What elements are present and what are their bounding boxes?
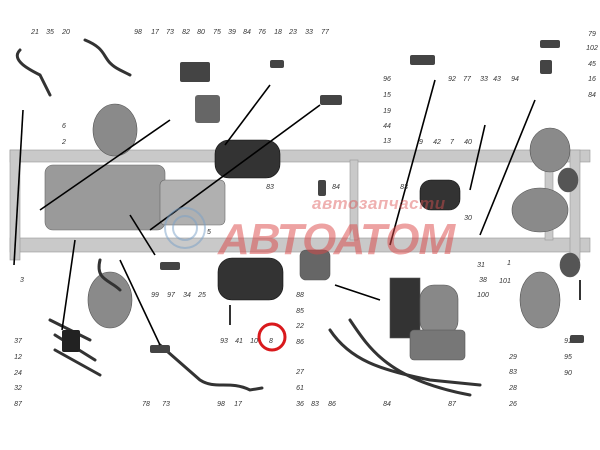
callout-label: 84 xyxy=(332,184,340,191)
callout-label: 10 xyxy=(250,338,258,345)
callout-label: 5 xyxy=(207,229,211,236)
callout-label: 26 xyxy=(509,401,517,408)
callout-label: 83 xyxy=(311,401,319,408)
callout-label: 94 xyxy=(511,76,519,83)
hoses xyxy=(16,38,482,397)
callout-label: 73 xyxy=(166,29,174,36)
callout-label: 41 xyxy=(235,338,243,345)
callout-label: 91 xyxy=(564,338,572,345)
callout-label: 79 xyxy=(588,31,596,38)
callout-label: 61 xyxy=(296,385,304,392)
callout-label: 18 xyxy=(274,29,282,36)
callout-label: 83 xyxy=(509,369,517,376)
pie-watermark-logo xyxy=(164,207,206,249)
callout-label: 19 xyxy=(383,108,391,115)
callout-label: 31 xyxy=(477,262,485,269)
callout-label: 44 xyxy=(383,123,391,130)
callout-label: 85 xyxy=(296,308,304,315)
callout-label: 17 xyxy=(234,401,242,408)
callout-label: 25 xyxy=(198,292,206,299)
callout-label: 16 xyxy=(588,76,596,83)
callout-label: 21 xyxy=(31,29,39,36)
callout-label: 95 xyxy=(564,354,572,361)
callout-label: 33 xyxy=(305,29,313,36)
callout-label: 84 xyxy=(243,29,251,36)
callout-label: 8 xyxy=(269,338,273,345)
callout-label: 101 xyxy=(499,278,511,285)
callout-label: 98 xyxy=(217,401,225,408)
callout-label: 82 xyxy=(182,29,190,36)
callout-label: 7 xyxy=(450,139,454,146)
callout-label: 100 xyxy=(477,292,489,299)
callout-label: 34 xyxy=(183,292,191,299)
callout-label: 86 xyxy=(328,401,336,408)
callout-label: 9 xyxy=(419,139,423,146)
callout-label: 28 xyxy=(509,385,517,392)
callout-label: 99 xyxy=(151,292,159,299)
callout-label: 1 xyxy=(507,260,511,267)
callout-label: 20 xyxy=(62,29,70,36)
callout-label: 93 xyxy=(220,338,228,345)
callout-label: 75 xyxy=(213,29,221,36)
callout-label: 38 xyxy=(479,277,487,284)
air-tanks xyxy=(214,139,461,301)
callout-label: 23 xyxy=(289,29,297,36)
callout-label: 96 xyxy=(383,76,391,83)
callout-label: 87 xyxy=(448,401,456,408)
callout-label: 86 xyxy=(296,339,304,346)
callout-label: 92 xyxy=(448,76,456,83)
callout-label: 37 xyxy=(14,338,22,345)
callout-label: 84 xyxy=(383,401,391,408)
watermark-tagline: автозапчасти xyxy=(312,194,446,213)
highlight-circle xyxy=(257,322,287,352)
callout-label: 27 xyxy=(296,369,304,376)
callout-label: 76 xyxy=(258,29,266,36)
callout-label: 2 xyxy=(62,139,66,146)
callout-label: 98 xyxy=(134,29,142,36)
callout-label: 13 xyxy=(383,138,391,145)
callout-label: 43 xyxy=(493,76,501,83)
callout-label: 39 xyxy=(228,29,236,36)
callout-label: 29 xyxy=(509,354,517,361)
callout-label: 33 xyxy=(480,76,488,83)
callout-label: 15 xyxy=(383,92,391,99)
callout-label: 90 xyxy=(564,370,572,377)
callout-label: 80 xyxy=(197,29,205,36)
engine xyxy=(44,164,226,231)
callout-label: 22 xyxy=(296,323,304,330)
air-dryer xyxy=(299,249,466,361)
callout-label: 6 xyxy=(62,123,66,130)
callout-label: 40 xyxy=(464,139,472,146)
callout-label: 12 xyxy=(14,354,22,361)
callout-label: 30 xyxy=(464,215,472,222)
callout-label: 88 xyxy=(296,292,304,299)
callout-label: 102 xyxy=(586,45,598,52)
callout-label: 35 xyxy=(46,29,54,36)
callout-label: 42 xyxy=(433,139,441,146)
watermark-brand: АВТОАТОМ xyxy=(218,215,455,264)
callout-label: 36 xyxy=(296,401,304,408)
callout-label: 32 xyxy=(14,385,22,392)
callout-label: 84 xyxy=(588,92,596,99)
fittings xyxy=(62,40,584,353)
callout-label: 83 xyxy=(266,184,274,191)
callout-label: 45 xyxy=(588,61,596,68)
callout-label: 78 xyxy=(142,401,150,408)
callout-label: 3 xyxy=(20,277,24,284)
callout-label: 73 xyxy=(162,401,170,408)
callout-label: 83 xyxy=(400,184,408,191)
callout-label: 17 xyxy=(151,29,159,36)
callout-label: 24 xyxy=(14,370,22,377)
callout-label: 77 xyxy=(463,76,471,83)
callout-label: 87 xyxy=(14,401,22,408)
callout-label: 77 xyxy=(321,29,329,36)
axles xyxy=(87,103,581,329)
callout-label: 97 xyxy=(167,292,175,299)
